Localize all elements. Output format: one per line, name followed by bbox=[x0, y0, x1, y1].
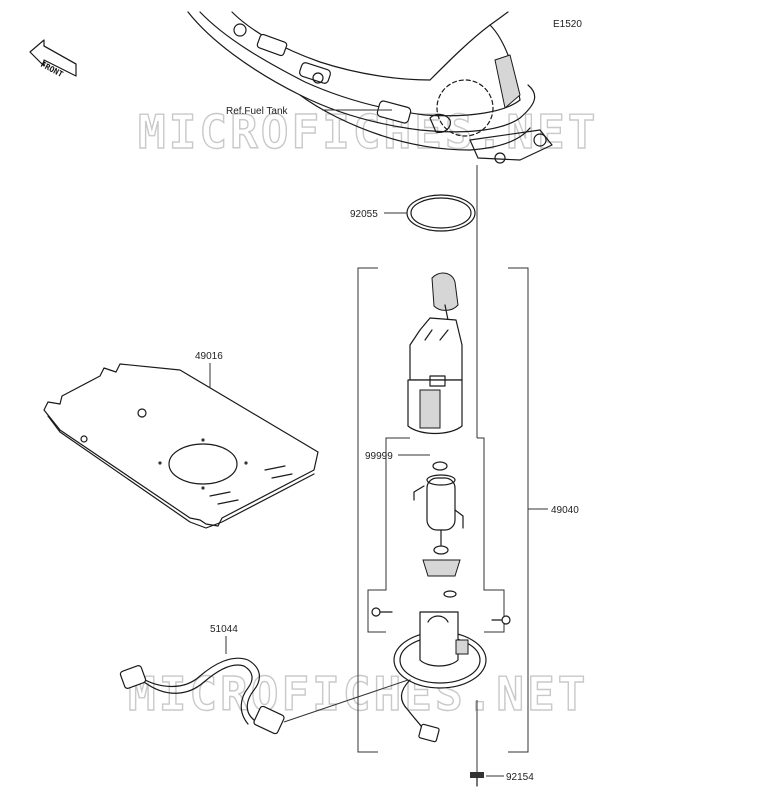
seal-label: 99999 bbox=[365, 451, 393, 462]
front-arrow-icon: FRONT bbox=[29, 39, 77, 79]
sub-assy-bracket-right bbox=[477, 437, 505, 633]
o-ring bbox=[406, 194, 476, 232]
washer bbox=[443, 590, 457, 598]
watermark-top: MICROFICHES.NET bbox=[138, 105, 598, 159]
plate-label: 49016 bbox=[195, 351, 223, 362]
screw-right bbox=[491, 615, 511, 625]
flange-wire bbox=[400, 679, 425, 731]
pump-filter bbox=[422, 545, 461, 577]
harness-label: 51044 bbox=[210, 624, 238, 635]
bolt bbox=[470, 772, 484, 787]
pump-flange bbox=[393, 611, 487, 689]
flange-connector bbox=[418, 723, 440, 743]
oring-label: 92055 bbox=[350, 209, 378, 220]
screw-left bbox=[371, 607, 393, 617]
diagram-code: E1520 bbox=[553, 19, 582, 30]
pump-housing bbox=[407, 272, 463, 435]
sub-assy-bracket-left bbox=[367, 437, 410, 633]
seal-ring bbox=[432, 461, 448, 471]
bolt-label: 92154 bbox=[506, 772, 534, 783]
o-ring-inner bbox=[410, 197, 472, 229]
watermark-bottom: MICROFICHES.NET bbox=[128, 667, 588, 721]
fuel-harness bbox=[119, 657, 285, 735]
pump-assy-label: 49040 bbox=[551, 505, 579, 516]
fuel-pump-motor bbox=[413, 474, 464, 546]
ref-fuel-tank-label: Ref.Fuel Tank bbox=[226, 106, 289, 117]
pump-assy-bracket-right bbox=[508, 267, 529, 753]
mounting-plate bbox=[43, 363, 319, 529]
fuel-tank-outline bbox=[187, 11, 553, 164]
pump-assy-bracket-left bbox=[357, 267, 378, 753]
harness-to-flange-line bbox=[283, 679, 409, 723]
